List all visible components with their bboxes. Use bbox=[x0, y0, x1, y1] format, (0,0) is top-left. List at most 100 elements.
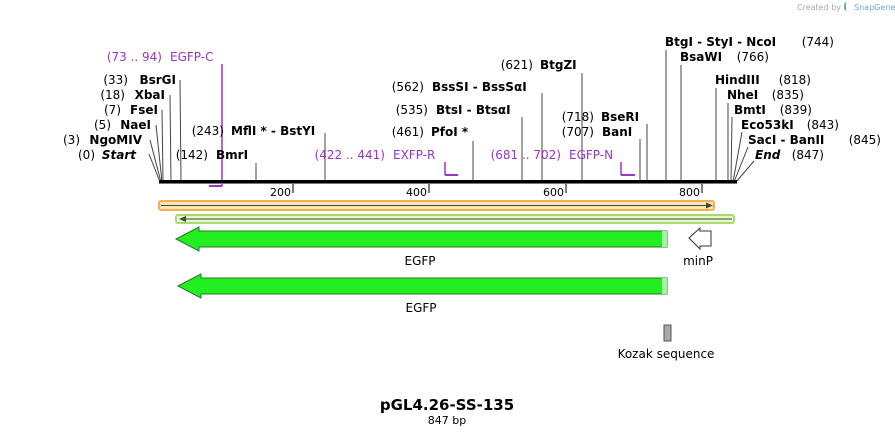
feature-labels: EGFP EGFP minP Kozak sequence bbox=[404, 254, 714, 361]
site-bmti-name[interactable]: BmtI bbox=[734, 103, 766, 117]
leader-saci bbox=[733, 146, 749, 183]
leader-eco53ki bbox=[732, 131, 743, 183]
site-labels-middle: (461) PfoI * (535) BtsI - BtsαI (562) Bs… bbox=[392, 58, 639, 139]
site-nhei-name[interactable]: NheI bbox=[727, 88, 758, 102]
primer-exfp-r-name[interactable]: EXFP-R bbox=[393, 148, 435, 162]
leader-end bbox=[735, 160, 755, 183]
feature-egfp-1[interactable] bbox=[174, 226, 668, 252]
primer-egfp-n-range: (681 .. 702) bbox=[491, 148, 561, 162]
sequence-line[interactable] bbox=[159, 180, 737, 183]
orf-reverse-arrowhead-icon bbox=[179, 216, 186, 222]
site-labels-left: (0) Start (3) NgoMIV (5) NaeI (7) FseI (… bbox=[63, 73, 315, 162]
site-naei-name[interactable]: NaeI bbox=[120, 118, 151, 132]
snapgene-logo-icon bbox=[844, 2, 852, 11]
egfp-2-hatch bbox=[662, 278, 667, 294]
leader-bmti bbox=[730, 116, 733, 183]
egfp-1-arrow bbox=[174, 226, 668, 252]
site-mfli-name[interactable]: MflI * - BstYI bbox=[231, 124, 315, 138]
feature-egfp-2[interactable] bbox=[176, 273, 668, 299]
site-hindiii-pos: (818) bbox=[779, 73, 811, 87]
primer-egfp-n-name[interactable]: EGFP-N bbox=[569, 148, 613, 162]
site-btsi-pos: (535) bbox=[396, 103, 428, 117]
kozak-label: Kozak sequence bbox=[618, 347, 715, 361]
site-btgi-name[interactable]: BtgI - StyI - NcoI bbox=[665, 35, 776, 49]
site-bmri-name[interactable]: BmrI bbox=[216, 148, 248, 162]
snapgene-credit: Created by SnapGene bbox=[797, 2, 895, 12]
site-bseri-name[interactable]: BseRI bbox=[601, 110, 639, 124]
site-fsei-pos: (7) bbox=[104, 103, 121, 117]
site-bmti-pos: (839) bbox=[780, 103, 812, 117]
sequence-backbone: 200 400 600 800 bbox=[159, 180, 737, 199]
feature-minp[interactable] bbox=[688, 226, 712, 251]
primers bbox=[209, 64, 635, 187]
site-saci-name[interactable]: SacI - BanII bbox=[748, 133, 824, 147]
site-bmri-pos: (142) bbox=[176, 148, 208, 162]
site-fsei-name[interactable]: FseI bbox=[130, 103, 158, 117]
site-xbai-name[interactable]: XbaI bbox=[135, 88, 165, 102]
site-btgzi-pos: (621) bbox=[501, 58, 533, 72]
primer-egfp-c-name[interactable]: EGFP-C bbox=[170, 50, 213, 64]
plasmid-name: pGL4.26-SS-135 bbox=[380, 396, 514, 414]
axis-labels: 200 400 600 800 bbox=[270, 186, 700, 199]
egfp-2-label: EGFP bbox=[405, 301, 436, 315]
orf-reverse[interactable] bbox=[175, 214, 735, 224]
plasmid-length: 847 bp bbox=[428, 414, 466, 427]
site-eco53ki-name[interactable]: Eco53kI bbox=[741, 118, 794, 132]
credit-prefix: Created by bbox=[797, 3, 842, 12]
site-pfoi-name[interactable]: PfoI * bbox=[431, 125, 469, 139]
site-bani-pos: (707) bbox=[562, 125, 594, 139]
egfp-1-label: EGFP bbox=[404, 254, 435, 268]
site-ngomiv-name[interactable]: NgoMIV bbox=[89, 133, 142, 147]
site-mfli-pos: (243) bbox=[192, 124, 224, 138]
sequence-line-shadow bbox=[159, 183, 737, 184]
site-bsrgi-name[interactable]: BsrGI bbox=[139, 73, 176, 87]
site-bsawi-name[interactable]: BsaWI bbox=[680, 50, 722, 64]
axis-ticks bbox=[292, 184, 703, 193]
site-btgzi-name[interactable]: BtgZI bbox=[540, 58, 577, 72]
leader-naei bbox=[155, 124, 163, 183]
axis-label-200: 200 bbox=[270, 186, 291, 199]
leader-ngomiv bbox=[149, 139, 162, 183]
minp-arrow-icon bbox=[688, 226, 712, 251]
site-naei-pos: (5) bbox=[94, 118, 111, 132]
site-start-name[interactable]: Start bbox=[102, 148, 137, 162]
site-bsrgi-pos: (33) bbox=[103, 73, 128, 87]
leader-fsei bbox=[161, 109, 164, 183]
minp-label: minP bbox=[683, 254, 713, 268]
site-end-pos: (847) bbox=[792, 148, 824, 162]
site-pfoi-pos: (461) bbox=[392, 125, 424, 139]
site-hindiii-name[interactable]: HindIII bbox=[715, 73, 760, 87]
site-eco53ki-pos: (843) bbox=[807, 118, 839, 132]
site-leader-lines bbox=[148, 50, 755, 183]
site-labels-right: BtgI - StyI - NcoI (744) BsaWI (766) Hin… bbox=[665, 35, 881, 162]
site-end-name[interactable]: End bbox=[755, 148, 781, 162]
site-start-pos: (0) bbox=[78, 148, 95, 162]
leader-bsrgi bbox=[179, 79, 182, 183]
site-bani-name[interactable]: BanI bbox=[602, 125, 632, 139]
primer-labels: (73 .. 94) EGFP-C (422 .. 441) EXFP-R (6… bbox=[107, 50, 613, 162]
axis-label-600: 600 bbox=[543, 186, 564, 199]
site-bsssi-name[interactable]: BssSI - BssSαI bbox=[432, 80, 527, 94]
site-ngomiv-pos: (3) bbox=[63, 133, 80, 147]
site-saci-pos: (845) bbox=[849, 133, 881, 147]
leader-xbai bbox=[169, 94, 172, 183]
site-bsawi-pos: (766) bbox=[737, 50, 769, 64]
primer-exfp-r-range: (422 .. 441) bbox=[315, 148, 385, 162]
egfp-2-arrow bbox=[176, 273, 668, 299]
feature-kozak[interactable] bbox=[663, 324, 672, 342]
axis-label-800: 800 bbox=[679, 186, 700, 199]
site-btsi-name[interactable]: BtsI - BtsαI bbox=[436, 103, 511, 117]
orf-forward-arrowhead-icon bbox=[706, 202, 713, 209]
site-bseri-pos: (718) bbox=[562, 110, 594, 124]
site-xbai-pos: (18) bbox=[100, 88, 125, 102]
egfp-1-hatch bbox=[662, 231, 667, 247]
primer-egfp-c-range: (73 .. 94) bbox=[107, 50, 162, 64]
orf-forward[interactable] bbox=[158, 200, 715, 211]
site-bsssi-pos: (562) bbox=[392, 80, 424, 94]
site-btgi-pos: (744) bbox=[802, 35, 834, 49]
site-nhei-pos: (835) bbox=[772, 88, 804, 102]
axis-label-400: 400 bbox=[406, 186, 427, 199]
credit-brand: SnapGene bbox=[854, 3, 895, 12]
leader-start bbox=[148, 153, 161, 183]
